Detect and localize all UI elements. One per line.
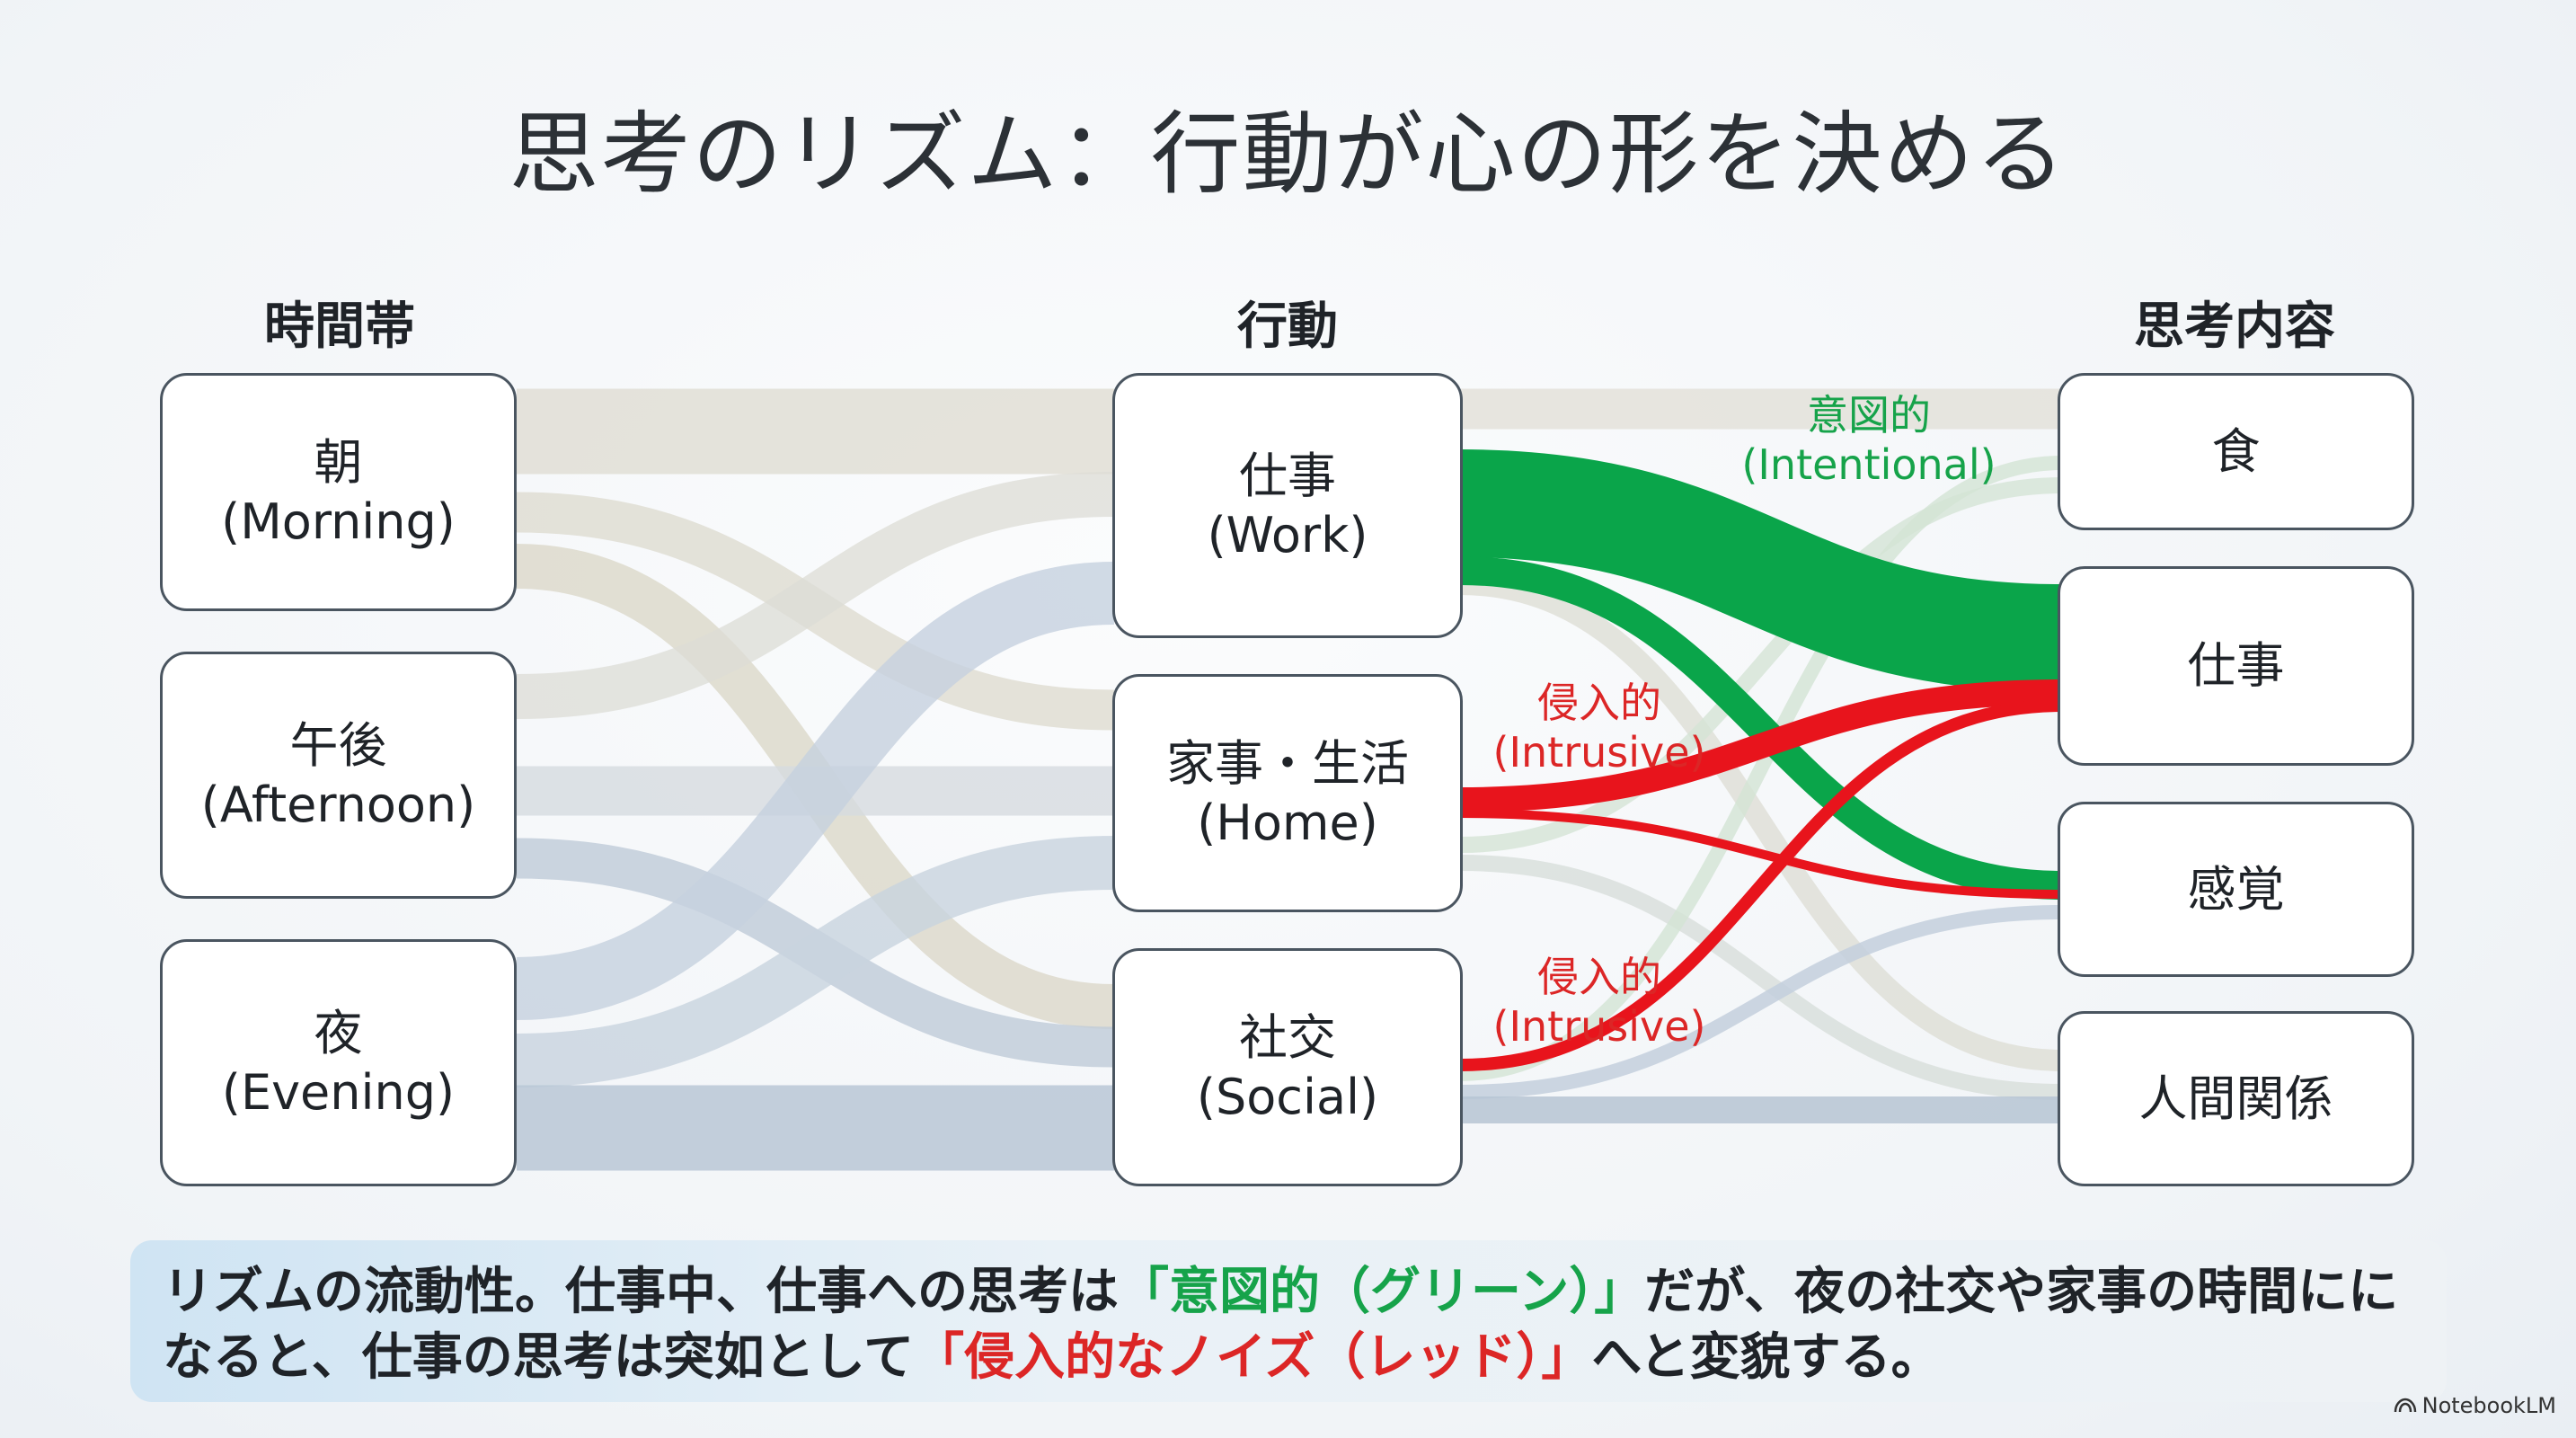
node-morning-label: 朝 — [314, 433, 363, 491]
node-social-en: (Social) — [1196, 1068, 1379, 1125]
label-intrusive-home: 侵入的 (Intrusive) — [1474, 679, 1725, 777]
page-title: 思考のリズム：行動が心の形を決める — [509, 102, 2067, 207]
label-intrusive-home-en: (Intrusive) — [1492, 728, 1706, 777]
node-work-label: 仕事 — [1239, 447, 1336, 504]
label-intrusive-social-ja: 侵入的 — [1537, 953, 1661, 1001]
caption-red: 「侵入的なノイズ（レッド）」 — [914, 1327, 1592, 1387]
label-intrusive-home-ja: 侵入的 — [1537, 679, 1661, 727]
node-evening-en: (Evening) — [221, 1063, 456, 1121]
header-thought: 思考内容 — [2134, 297, 2335, 356]
flow-home-relations — [1459, 855, 2063, 1100]
flow-work-work-intentional — [1459, 449, 2063, 692]
node-relations: 人間関係 — [2058, 1011, 2414, 1186]
node-food: 食 — [2058, 373, 2414, 530]
label-intentional-en: (Intentional) — [1741, 440, 1996, 490]
caption-green: 「意図的（グリーン）」 — [1119, 1263, 1645, 1321]
header-action: 行動 — [1237, 297, 1338, 356]
label-intrusive-social: 侵入的 (Intrusive) — [1474, 953, 1725, 1052]
node-thought-work: 仕事 — [2058, 566, 2414, 766]
node-sense-label: 感覚 — [2187, 860, 2285, 918]
caption-part3: へと変貌する。 — [1591, 1327, 1942, 1387]
label-intrusive-social-en: (Intrusive) — [1492, 1002, 1706, 1052]
node-morning: 朝 (Morning) — [160, 373, 517, 611]
node-afternoon-en: (Afternoon) — [200, 776, 476, 833]
flow-home-work-intrusive — [1459, 679, 2063, 812]
caption-part2: だが、夜の社交や家事の時間にになると、仕事の思考は突如として — [163, 1263, 2399, 1387]
node-afternoon: 午後 (Afternoon) — [160, 652, 517, 899]
node-food-label: 食 — [2211, 422, 2261, 480]
caption-box: リズムの流動性。仕事中、仕事への思考は「意図的（グリーン）」だが、夜の社交や家事… — [130, 1240, 2447, 1402]
node-evening: 夜 (Evening) — [160, 939, 517, 1186]
flow-work-relations — [1459, 573, 2063, 1071]
node-social-label: 社交 — [1239, 1008, 1336, 1066]
label-intentional: 意図的 (Intentional) — [1734, 391, 2004, 490]
notebooklm-logo-icon — [2394, 1398, 2416, 1413]
node-social: 社交 (Social) — [1112, 948, 1463, 1186]
node-morning-en: (Morning) — [221, 493, 456, 550]
flow-social-work-intrusive — [1459, 699, 2063, 1071]
flow-evening-home — [516, 836, 1115, 1087]
node-home: 家事・生活 (Home) — [1112, 674, 1463, 912]
flow-evening-work — [516, 562, 1115, 1020]
node-home-en: (Home) — [1197, 794, 1378, 851]
node-thought-work-label: 仕事 — [2187, 637, 2285, 695]
node-sense: 感覚 — [2058, 802, 2414, 977]
node-relations-label: 人間関係 — [2138, 1070, 2333, 1127]
flow-afternoon-work — [516, 472, 1115, 719]
flow-work-sense-intentional — [1459, 556, 2063, 900]
label-intentional-ja: 意図的 — [1807, 391, 1931, 439]
node-evening-label: 夜 — [314, 1004, 363, 1061]
node-home-label: 家事・生活 — [1166, 734, 1409, 792]
node-work: 仕事 (Work) — [1112, 373, 1463, 638]
flow-home-sense-intrusive — [1459, 809, 2063, 899]
node-afternoon-label: 午後 — [289, 716, 387, 774]
brand-watermark: NotebookLM — [2394, 1393, 2556, 1418]
caption-part1: リズムの流動性。仕事中、仕事への思考は — [163, 1263, 1119, 1321]
node-work-en: (Work) — [1207, 506, 1368, 564]
flow-social-sense — [1459, 905, 2063, 1099]
header-time: 時間帯 — [264, 297, 415, 356]
brand-name: NotebookLM — [2421, 1393, 2556, 1418]
